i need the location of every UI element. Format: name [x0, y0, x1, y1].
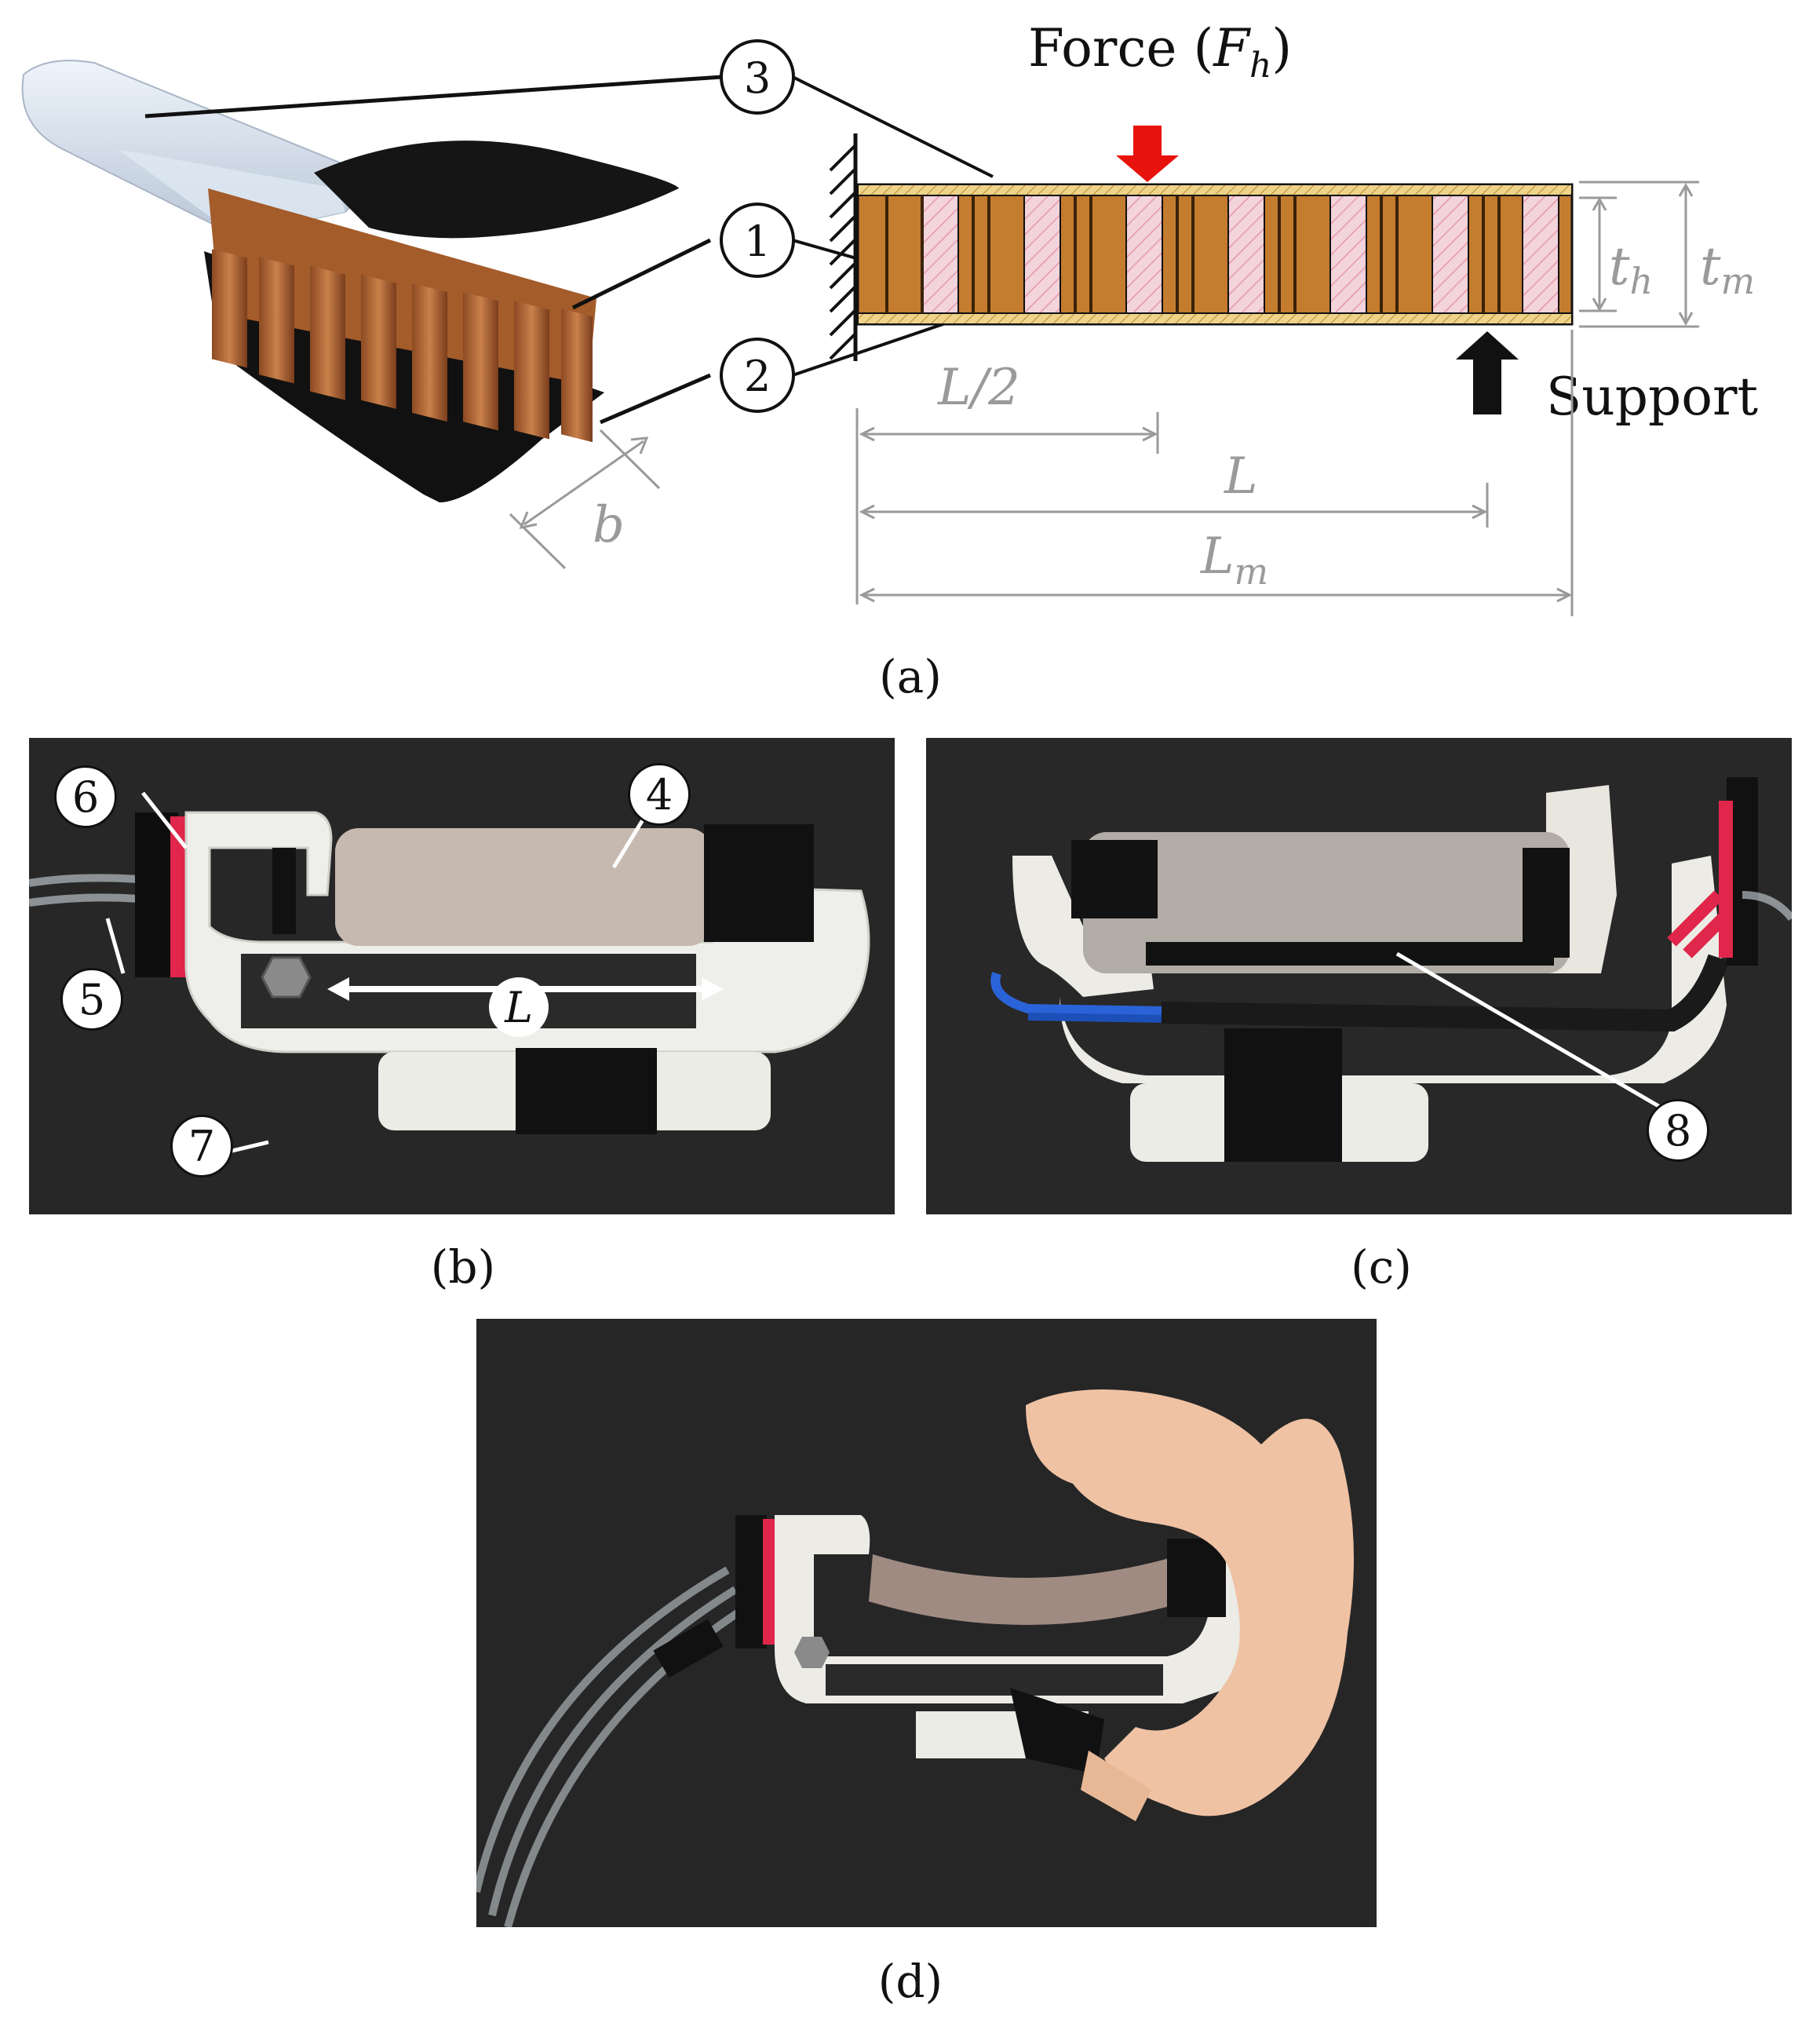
force-label: Force (Fh)	[1028, 18, 1292, 86]
top-face-sheet	[857, 184, 1573, 196]
thickness-dimensions	[1579, 181, 1699, 328]
callout-8: 8	[1647, 1099, 1709, 1162]
callout-6: 6	[54, 765, 117, 828]
svg-text:1: 1	[744, 217, 771, 266]
svg-text:2: 2	[744, 352, 771, 401]
callout-4: 4	[628, 763, 691, 826]
force-arrow	[1116, 126, 1179, 182]
L-label: L	[1224, 447, 1258, 506]
callout-2: 2	[720, 338, 795, 413]
honeycomb-core	[208, 188, 596, 443]
L-m-label: Lm	[1200, 528, 1268, 593]
callout-3: 3	[720, 39, 795, 115]
t-h-label: th	[1609, 236, 1653, 302]
panel-a-diagram: 3 1 2	[21, 18, 1758, 616]
t-m-label: tm	[1700, 236, 1755, 302]
callout-5: 5	[60, 968, 123, 1031]
caption-a: (a)	[879, 650, 942, 703]
caption-d: (d)	[877, 1955, 943, 2008]
length-dimensions	[855, 330, 1574, 616]
support-arrow	[1456, 331, 1519, 414]
b-label: b	[593, 496, 625, 554]
sample-photo	[21, 60, 679, 502]
callout-7: 7	[170, 1115, 233, 1177]
fixed-wall	[829, 133, 858, 361]
panel-c-photo: 8	[926, 738, 1792, 1214]
length-label-L: L	[489, 977, 549, 1037]
panel-b-photo: 6 4 5 7 L	[29, 738, 895, 1214]
callout-1: 1	[720, 203, 795, 278]
sandwich-beam	[856, 183, 1574, 326]
velcro-flap	[314, 141, 679, 239]
caption-b: (b)	[430, 1240, 496, 1294]
panel-d-photo	[476, 1319, 1377, 1927]
svg-text:3: 3	[744, 53, 771, 103]
support-label: Support	[1546, 367, 1758, 427]
half-L-label: L/2	[937, 359, 1020, 417]
bottom-face-sheet	[857, 312, 1573, 325]
caption-c: (c)	[1351, 1240, 1412, 1294]
width-dimension	[509, 429, 661, 570]
